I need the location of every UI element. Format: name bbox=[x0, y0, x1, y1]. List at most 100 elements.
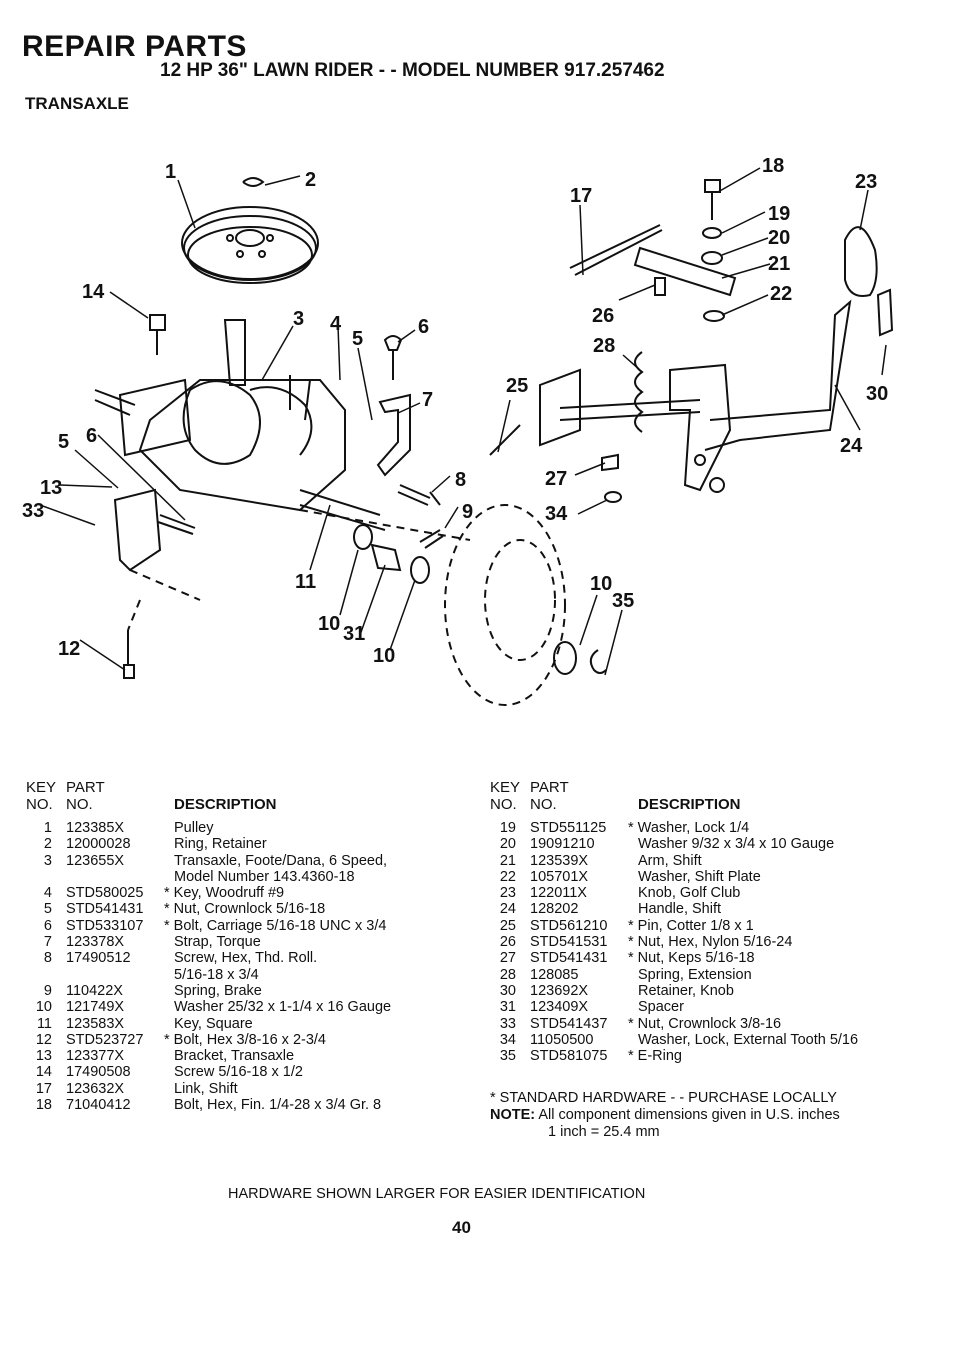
page-number: 40 bbox=[452, 1218, 471, 1237]
callout-17: 17 bbox=[570, 185, 592, 207]
header-part: PART bbox=[530, 779, 569, 796]
part-number: STD523727 bbox=[66, 1031, 144, 1048]
part-number: 121749X bbox=[66, 999, 125, 1016]
header-key: KEY bbox=[490, 779, 521, 796]
part-number: 123583X bbox=[66, 1015, 125, 1032]
part-number: 11050500 bbox=[530, 1031, 594, 1048]
e-ring-drawing bbox=[589, 649, 607, 674]
washer-10b-drawing bbox=[410, 556, 430, 584]
part-number: 12000028 bbox=[66, 836, 131, 853]
key-number: 23 bbox=[499, 885, 516, 902]
callout-28: 28 bbox=[593, 335, 615, 357]
header-no: NO. bbox=[490, 796, 517, 813]
part-number: 17490512 bbox=[66, 950, 131, 967]
callout-4: 4 bbox=[330, 313, 342, 335]
part-description: Retainer, Knob bbox=[638, 982, 734, 999]
key-number: 20 bbox=[499, 836, 516, 853]
part-number: STD551125 bbox=[530, 820, 607, 836]
part-description: Ring, Retainer bbox=[174, 836, 267, 853]
part-description: * Bolt, Hex 3/8-16 x 2-3/4 bbox=[164, 1031, 326, 1048]
part-number: STD533107 bbox=[66, 917, 144, 934]
key-number: 1 bbox=[43, 820, 52, 836]
callout-10c: 10 bbox=[590, 573, 612, 595]
key-number: 33 bbox=[499, 1015, 516, 1032]
callout-24: 24 bbox=[840, 435, 863, 457]
callout-33: 33 bbox=[22, 500, 44, 522]
section-title: TRANSAXLE bbox=[25, 94, 129, 113]
part-number: 123409X bbox=[530, 999, 589, 1016]
page-title: REPAIR PARTS bbox=[22, 30, 247, 63]
hardware-larger-note: HARDWARE SHOWN LARGER FOR EASIER IDENTIF… bbox=[228, 1186, 646, 1202]
knob-retainer-drawing bbox=[876, 288, 894, 337]
part-number: STD580025 bbox=[66, 885, 144, 902]
part-description: Spring, Brake bbox=[174, 982, 262, 999]
callout-22: 22 bbox=[770, 283, 792, 305]
key-number: 9 bbox=[43, 982, 52, 999]
part-number: 128085 bbox=[530, 966, 579, 983]
part-description: * Nut, Crownlock 5/16-18 bbox=[164, 901, 326, 918]
list-item: Model Number 143.4360-18 bbox=[26, 869, 466, 885]
part-description: Screw 5/16-18 x 1/2 bbox=[174, 1064, 303, 1081]
callout-9: 9 bbox=[462, 501, 473, 523]
part-description: * E-Ring bbox=[628, 1048, 682, 1065]
callout-13: 13 bbox=[40, 477, 62, 499]
key-number: 13 bbox=[35, 1048, 52, 1065]
key-number: 25 bbox=[499, 917, 516, 934]
part-number: 123378X bbox=[66, 934, 125, 951]
part-description: Spring, Extension bbox=[638, 966, 752, 983]
key-number: 5 bbox=[43, 901, 52, 918]
part-number: 123632X bbox=[66, 1080, 125, 1097]
wheel-outline-drawing bbox=[127, 504, 566, 706]
callout-20: 20 bbox=[768, 227, 790, 249]
callout-5b: 5 bbox=[58, 431, 69, 453]
washer-10c-drawing bbox=[553, 641, 577, 675]
transaxle-bracket-drawing bbox=[113, 488, 162, 572]
standard-hardware-note: * STANDARD HARDWARE - - PURCHASE LOCALLY bbox=[490, 1090, 837, 1106]
callout-19: 19 bbox=[768, 203, 790, 225]
key-number: 26 bbox=[499, 934, 516, 951]
part-number: 123385X bbox=[66, 820, 125, 836]
part-description: Washer 25/32 x 1-1/4 x 16 Gauge bbox=[174, 999, 392, 1016]
callout-18: 18 bbox=[762, 155, 784, 177]
callout-34: 34 bbox=[545, 503, 568, 525]
part-description: Link, Shift bbox=[174, 1080, 238, 1097]
part-number: STD541431 bbox=[66, 901, 144, 918]
part-number: 123655X bbox=[66, 852, 125, 869]
key-number: 19 bbox=[499, 820, 516, 836]
key-number: 22 bbox=[499, 868, 516, 885]
screw-8-drawing bbox=[397, 484, 441, 506]
key-number: 31 bbox=[499, 999, 516, 1016]
callout-30: 30 bbox=[866, 383, 888, 405]
callout-10a: 10 bbox=[318, 613, 340, 635]
pulley-drawing bbox=[181, 206, 319, 284]
model-subtitle: 12 HP 36" LAWN RIDER - - MODEL NUMBER 91… bbox=[160, 60, 665, 81]
part-number: STD561210 bbox=[530, 917, 608, 934]
key-number: 21 bbox=[499, 852, 516, 869]
note-text: All component dimensions given in U.S. i… bbox=[538, 1107, 840, 1123]
part-number: 71040412 bbox=[66, 1097, 131, 1114]
screw-14-drawing bbox=[149, 314, 166, 355]
key-number: 18 bbox=[35, 1097, 52, 1114]
part-description: * Nut, Hex, Nylon 5/16-24 bbox=[628, 934, 793, 951]
key-number: 6 bbox=[43, 917, 52, 934]
key-number: 7 bbox=[43, 934, 52, 951]
part-number: 123539X bbox=[530, 852, 589, 869]
key-number: 14 bbox=[35, 1064, 52, 1081]
callout-6b: 6 bbox=[86, 425, 97, 447]
callout-14: 14 bbox=[82, 281, 105, 303]
